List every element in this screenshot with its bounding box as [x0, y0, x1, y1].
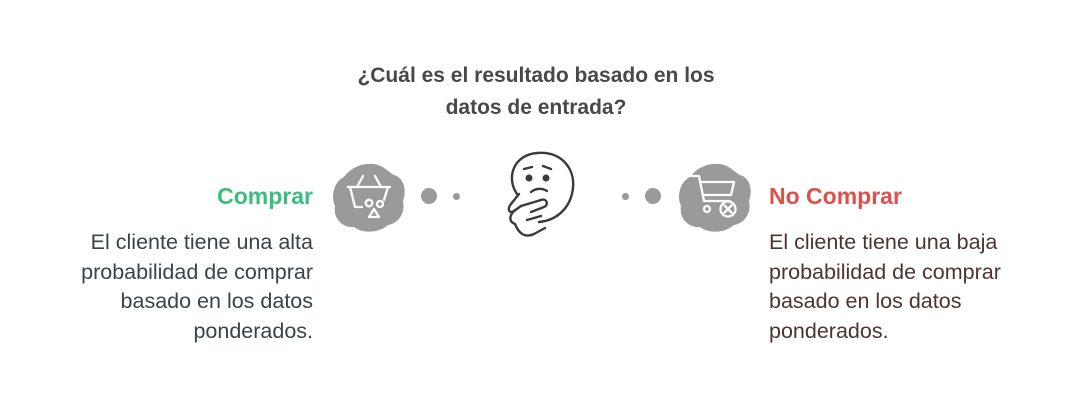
option-comprar-description: El cliente tiene una alta probabilidad d… — [13, 228, 313, 346]
option-no-comprar-title: No Comprar — [769, 183, 902, 209]
thinking-face-icon — [507, 151, 575, 237]
option-no-comprar-desc-line: ponderados. — [769, 318, 889, 343]
cart-cancel-icon — [679, 163, 751, 232]
connector-dot — [622, 193, 629, 200]
option-comprar-desc-line: basado en los datos — [120, 289, 313, 313]
option-no-comprar-description: El cliente tiene una baja probabilidad d… — [769, 228, 1069, 346]
option-comprar-desc-line: El cliente tiene una alta — [90, 230, 313, 254]
question-line-1: ¿Cuál es el resultado basado en los — [357, 64, 715, 87]
option-comprar-desc-line: ponderados. — [193, 318, 313, 343]
question-title: ¿Cuál es el resultado basado en los dato… — [316, 60, 756, 124]
shopping-basket-icon — [333, 163, 405, 232]
option-no-comprar-desc-line: probabilidad de comprar — [769, 259, 1001, 284]
option-no-comprar-desc-line: basado en los datos — [769, 289, 962, 313]
option-comprar-desc-line: probabilidad de comprar — [81, 259, 313, 284]
option-comprar-title: Comprar — [217, 183, 313, 209]
option-no-comprar-desc-line: El cliente tiene una baja — [769, 230, 998, 254]
connector-dot — [645, 188, 661, 204]
connector-dot — [453, 193, 460, 200]
connector-dot — [421, 188, 437, 204]
question-line-2: datos de entrada? — [445, 96, 627, 119]
